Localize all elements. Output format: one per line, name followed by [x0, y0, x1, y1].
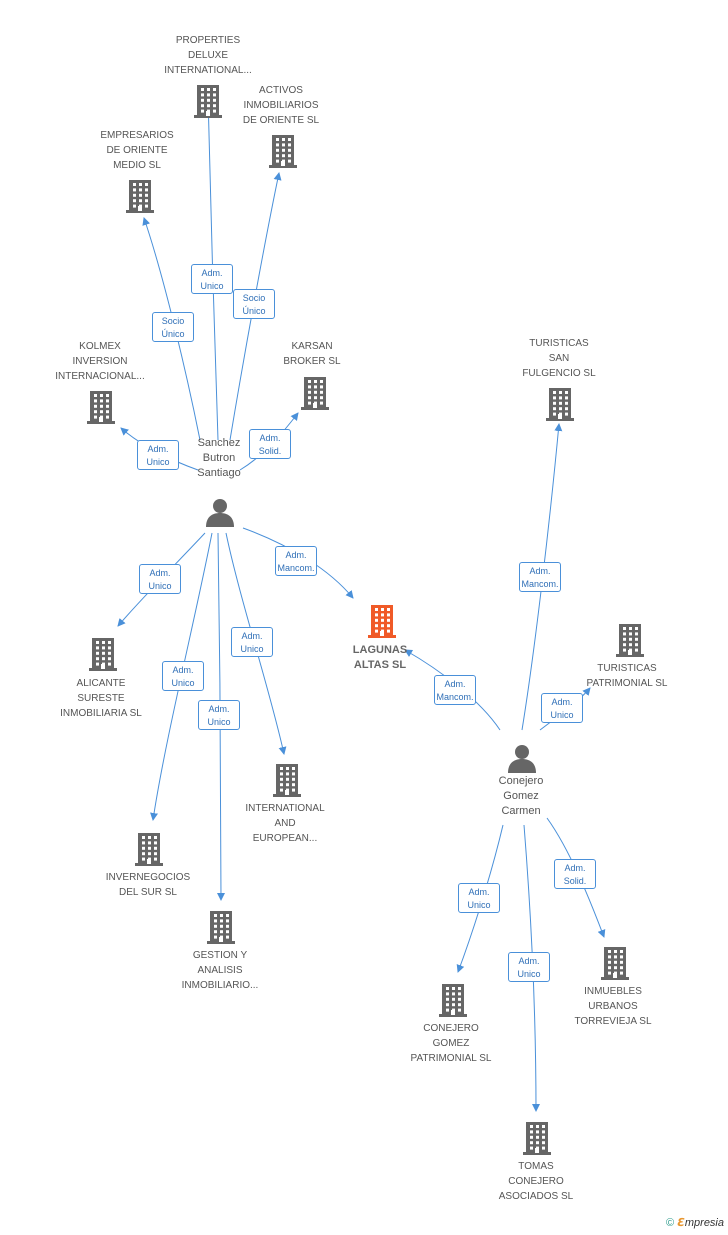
company-building-icon-turisticas_patr[interactable] [615, 623, 645, 662]
company-label-conejero_patr[interactable]: CONEJERO GOMEZ PATRIMONIAL SL [410, 1023, 492, 1064]
company-building-icon-inmuebles[interactable] [600, 946, 630, 985]
company-label-turisticas_san[interactable]: TURISTICAS SAN FULGENCIO SL [522, 338, 596, 379]
company-building-icon-turisticas_san[interactable] [545, 387, 575, 426]
relation-label-conejero-conejero_patr[interactable]: Adm. Unico [458, 883, 500, 913]
relation-label-conejero-turisticas_san[interactable]: Adm. Mancom. [519, 562, 561, 592]
company-label-lagunas[interactable]: LAGUNAS ALTAS SL [352, 644, 408, 671]
company-label-inmuebles[interactable]: INMUEBLES URBANOS TORREVIEJA SL [574, 986, 652, 1027]
copyright-icon: © [666, 1217, 675, 1229]
relation-label-conejero-tomas[interactable]: Adm. Unico [508, 952, 550, 982]
relation-label-sanchez-gestion[interactable]: Adm. Unico [198, 700, 240, 730]
company-building-icon-gestion[interactable] [206, 910, 236, 949]
company-label-alicante[interactable]: ALICANTE SURESTE INMOBILIARIA SL [60, 678, 142, 719]
company-building-icon-conejero_patr[interactable] [438, 983, 468, 1022]
company-label-invernegocios[interactable]: INVERNEGOCIOS DEL SUR SL [105, 872, 191, 898]
company-label-international[interactable]: INTERNATIONAL AND EUROPEAN... [245, 803, 325, 844]
person-icon-conejero[interactable] [507, 743, 537, 778]
company-building-icon-properties[interactable] [193, 84, 223, 123]
brand-name: mpresia [684, 1217, 724, 1229]
company-label-empresarios[interactable]: EMPRESARIOS DE ORIENTE MEDIO SL [100, 130, 174, 171]
relation-label-conejero-turisticas_patr[interactable]: Adm. Unico [541, 693, 583, 723]
company-building-icon-invernegocios[interactable] [134, 832, 164, 871]
company-building-icon-kolmex[interactable] [86, 390, 116, 429]
company-building-icon-karsan[interactable] [300, 376, 330, 415]
relation-label-sanchez-alicante[interactable]: Adm. Unico [139, 564, 181, 594]
company-building-icon-international[interactable] [272, 763, 302, 802]
company-building-icon-empresarios[interactable] [125, 179, 155, 218]
company-label-tomas[interactable]: TOMAS CONEJERO ASOCIADOS SL [498, 1161, 574, 1202]
relation-label-conejero-lagunas[interactable]: Adm. Mancom. [434, 675, 476, 705]
footer-brand[interactable]: © ℇmpresia [666, 1216, 724, 1229]
company-building-icon-lagunas[interactable] [367, 604, 397, 643]
relation-label-sanchez-kolmex[interactable]: Adm. Unico [137, 440, 179, 470]
company-building-icon-alicante[interactable] [88, 637, 118, 676]
company-label-kolmex[interactable]: KOLMEX INVERSION INTERNACIONAL... [55, 341, 145, 382]
company-building-icon-tomas[interactable] [522, 1121, 552, 1160]
company-label-activos[interactable]: ACTIVOS INMOBILIARIOS DE ORIENTE SL [242, 85, 320, 126]
relation-label-sanchez-properties[interactable]: Adm. Unico [191, 264, 233, 294]
company-label-properties[interactable]: PROPERTIES DELUXE INTERNATIONAL... [164, 35, 252, 76]
relation-label-sanchez-karsan[interactable]: Adm. Solid. [249, 429, 291, 459]
person-label-conejero[interactable]: Conejero Gomez Carmen [498, 775, 544, 817]
company-label-turisticas_patr[interactable]: TURISTICAS PATRIMONIAL SL [586, 663, 668, 689]
company-label-karsan[interactable]: KARSAN BROKER SL [283, 341, 341, 367]
person-label-sanchez[interactable]: Sanchez Butron Santiago [197, 437, 241, 479]
relation-label-sanchez-international[interactable]: Adm. Unico [231, 627, 273, 657]
brand-logo-e: ℇ [677, 1217, 685, 1229]
company-label-gestion[interactable]: GESTION Y ANALISIS INMOBILIARIO... [181, 950, 259, 991]
relation-label-sanchez-empresarios[interactable]: Socio Único [152, 312, 194, 342]
relation-label-sanchez-invernegocios[interactable]: Adm. Unico [162, 661, 204, 691]
company-building-icon-activos[interactable] [268, 134, 298, 173]
relation-label-conejero-inmuebles[interactable]: Adm. Solid. [554, 859, 596, 889]
relation-label-sanchez-activos[interactable]: Socio Único [233, 289, 275, 319]
relation-label-sanchez-lagunas[interactable]: Adm. Mancom. [275, 546, 317, 576]
person-icon-sanchez[interactable] [205, 497, 235, 532]
